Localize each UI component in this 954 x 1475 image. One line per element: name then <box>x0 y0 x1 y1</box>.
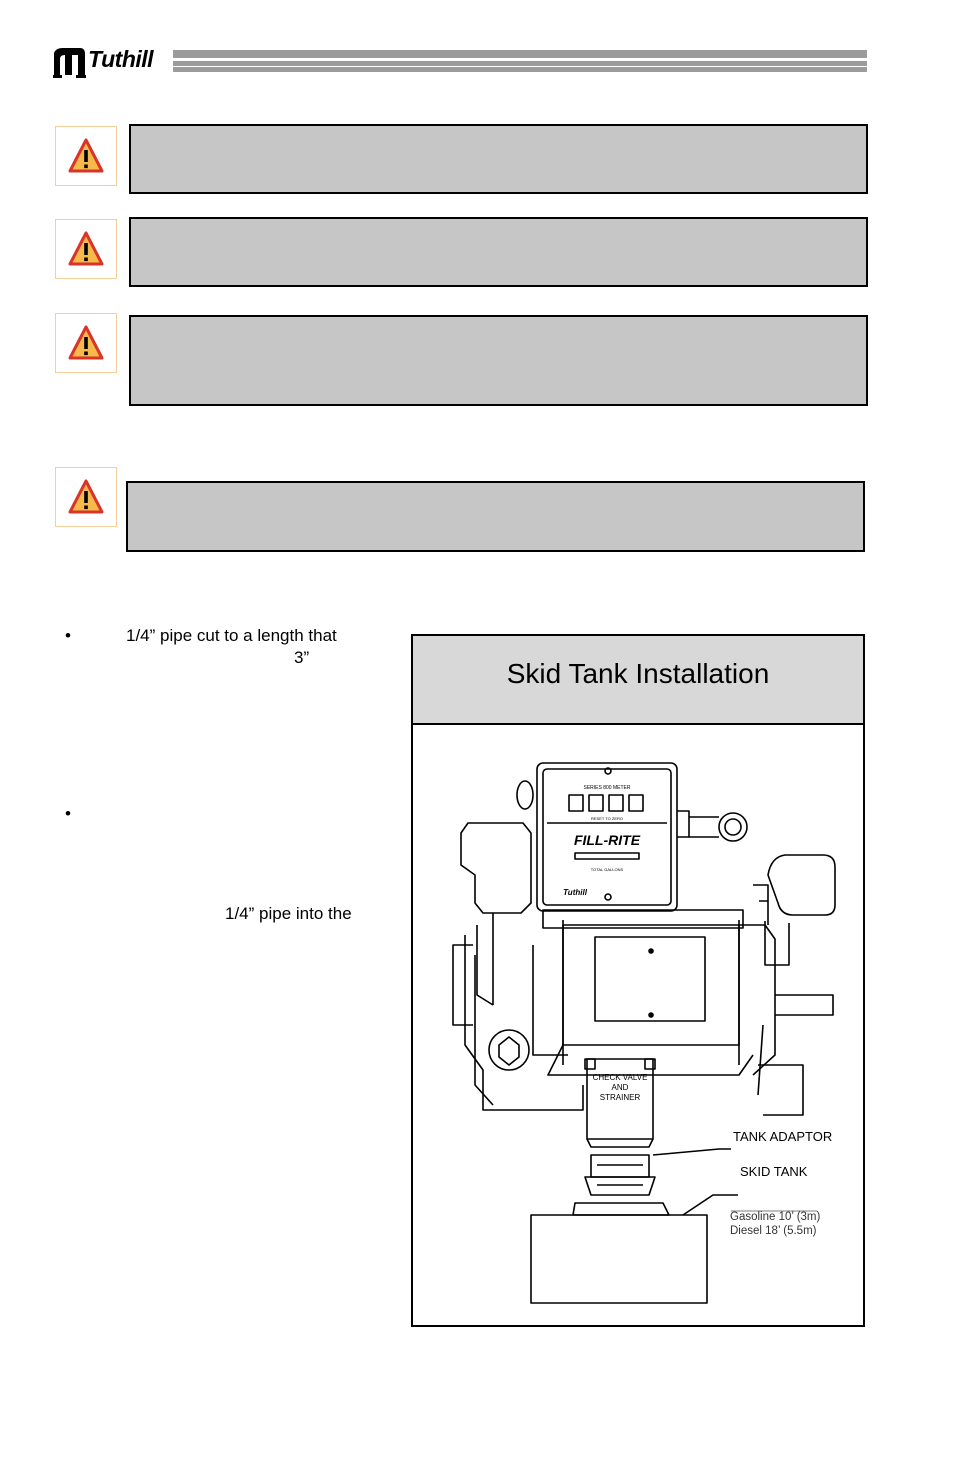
meter-reset-text: RESET TO ZERO <box>591 816 623 821</box>
tank-adaptor-label: TANK ADAPTOR <box>733 1129 832 1144</box>
check-valve-label-line-1: CHECK VALVE <box>593 1073 648 1082</box>
warning-box-1 <box>129 124 868 194</box>
brand-name: Tuthill <box>88 46 154 72</box>
warning-triangle-icon <box>55 126 117 186</box>
skid-tank-figure: Skid Tank Installation <box>411 634 865 1327</box>
diesel-note: Diesel 18’ (5.5m) <box>730 1225 817 1237</box>
figure-title: Skid Tank Installation <box>506 658 770 689</box>
meter-title-text: SERIES 800 METER <box>584 785 631 791</box>
warning-triangle-icon <box>55 313 117 373</box>
meter-brand-text: FILL-RITE <box>574 832 641 848</box>
skid-tank-label: SKID TANK <box>740 1164 808 1179</box>
bullet-1-line-2: 3” <box>294 648 310 667</box>
warning-box-4 <box>126 481 865 552</box>
warning-triangle-icon <box>55 219 117 279</box>
header-rule-middle <box>173 61 867 66</box>
tuthill-logo-mark-icon <box>53 48 86 78</box>
header-rule-bottom <box>173 67 867 72</box>
tuthill-logo: Tuthill <box>52 45 170 79</box>
gasoline-note: Gasoline 10’ (3m) <box>730 1211 821 1223</box>
bullet-2-line: 1/4” pipe into the <box>225 904 352 923</box>
warning-box-3 <box>129 315 868 406</box>
bullet-marker: • <box>65 626 71 645</box>
warning-box-2 <box>129 217 868 287</box>
warning-triangle-icon <box>55 467 117 527</box>
bullet-marker: • <box>65 804 71 823</box>
meter-logo-text: Tuthill <box>563 888 588 897</box>
pump-drawing: SERIES 800 METER RESET TO ZERO FILL-RITE… <box>452 762 836 1304</box>
meter-total-text: TOTAL GALLONS <box>591 867 624 872</box>
bullet-1-line-1: 1/4” pipe cut to a length that <box>126 626 337 645</box>
figure-header: Skid Tank Installation <box>413 636 863 725</box>
check-valve-label-line-3: STRAINER <box>600 1093 641 1102</box>
header-rule-top <box>173 50 867 58</box>
check-valve-label-line-2: AND <box>612 1083 629 1092</box>
